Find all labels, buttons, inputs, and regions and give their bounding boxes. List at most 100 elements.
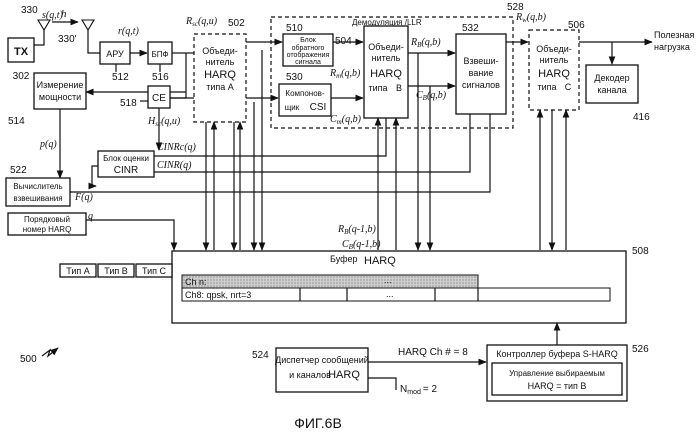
weighting-label-1: Взвеши- [463, 56, 498, 66]
seq-to-buffer [86, 220, 174, 250]
type-c-label: Тип C [142, 266, 167, 276]
ref-330p: 330' [58, 34, 77, 45]
csi-label-1: Компонов- [285, 89, 325, 98]
rb-label: RB(q,b) [410, 37, 441, 49]
harq-c-label-1: Объеди- [536, 44, 572, 54]
rx-antenna [82, 20, 94, 30]
cinr-to-wcalc [92, 166, 98, 186]
sharq-mgmt-label-2: HARQ = тип B [528, 381, 587, 391]
harq-b-label-2: нитель [372, 53, 401, 63]
sharq-ctrl-label: Контроллер буфера S-HARQ [496, 349, 617, 359]
power-label-2: мощности [39, 92, 81, 102]
wcalc-label-2: взвешивания [13, 194, 62, 203]
harq-c-label-3: HARQ [538, 68, 570, 80]
decoder-label-2: канала [597, 85, 626, 95]
figure-caption: ФИГ.6В [294, 415, 342, 431]
ref-518: 518 [120, 98, 137, 109]
nmod-label: Nmod= 2 [400, 384, 437, 396]
power-label-1: Измерение [37, 80, 84, 90]
harq-a-label-4: типа А [206, 82, 234, 92]
tx-antenna [38, 20, 50, 30]
cinr-label-2: CINR [114, 165, 138, 176]
fft-label: БПФ [151, 50, 168, 59]
nmod-line [368, 378, 396, 390]
ref-508: 508 [632, 246, 649, 257]
dispatcher-label-1: Диспетчер сообщений [275, 355, 369, 365]
cb-label: CB(q,b) [416, 90, 447, 102]
weighting-label-3: сигналов [462, 80, 500, 90]
pq-label: p(q) [39, 139, 57, 150]
csi-label-2: щик [285, 103, 300, 112]
decoder-block [586, 65, 638, 103]
ref-510: 510 [286, 23, 303, 34]
demapper-label-4: сигнала [295, 59, 321, 66]
cinr-label-1: Блок оценки [103, 154, 149, 163]
rb-prev-label: RB(q-1,b) [337, 224, 377, 236]
ref-514: 514 [8, 116, 25, 127]
seq-label-1: Порядковый [24, 215, 70, 224]
harq-a-label-3: HARQ [204, 69, 236, 81]
ref-330: 330 [21, 5, 38, 16]
rsc-label: Rsc(q,u) [185, 16, 218, 28]
ref-506: 506 [568, 20, 585, 31]
ref-532: 532 [462, 23, 479, 34]
ref-526: 526 [632, 344, 649, 355]
decoder-label-1: Декодер [594, 73, 629, 83]
wcalc-label-1: Вычислитель [13, 182, 62, 191]
demapper-label-2: обратного [292, 44, 325, 52]
ref-302: 302 [13, 71, 30, 82]
cinr-to-weighting [154, 114, 470, 172]
cm-label: Cm(q,b) [330, 114, 362, 126]
s-qt-label: s(q,t) [42, 10, 64, 21]
r-qt-label: r(q,t) [118, 26, 140, 37]
agc-label: АРУ [106, 49, 124, 59]
ch8-label: Ch8: qpsk, nrt=3 [185, 290, 251, 300]
rm-label: Rm(q,b) [329, 68, 361, 80]
ce-label: CE [152, 93, 166, 104]
harq-b-label-3: HARQ [370, 68, 402, 80]
payload-label-1: Полезная [654, 30, 694, 40]
ref-500: 500 [20, 354, 37, 365]
cb-prev-label: CB(q-1,b) [342, 239, 381, 251]
ch-n-dots: ... [384, 275, 392, 285]
ch-n-label: Ch n: [185, 277, 207, 287]
cinrc-label: CINRc(q) [157, 142, 197, 153]
seq-label-2: номер HARQ [23, 225, 72, 234]
harq-a-label-1: Объеди- [202, 46, 238, 56]
cinr-q-label: CINR(q) [157, 160, 192, 171]
ref-530: 530 [286, 72, 303, 83]
demapper-label-3: отображения [287, 51, 330, 59]
weighting-label-2: вание [469, 68, 494, 78]
harq-b-label-1: Объеди- [368, 42, 404, 52]
rw-label: Rw(q,b) [515, 12, 547, 24]
ref-516: 516 [152, 72, 169, 83]
ref-524: 524 [252, 350, 269, 361]
harq-c-label-4: типа [537, 82, 556, 92]
fq-label: F(q) [74, 192, 93, 203]
payload-label-2: нагрузка [654, 42, 690, 52]
harq-ch-label: HARQ Ch # = 8 [398, 347, 468, 358]
type-a-label: Тип A [66, 266, 90, 276]
buffer-label-1: Буфер [330, 254, 358, 264]
ref-502: 502 [228, 18, 245, 29]
ref-522: 522 [10, 165, 27, 176]
ref-512: 512 [112, 72, 129, 83]
buffer-label-2: HARQ [364, 255, 396, 267]
ch8-dots: ... [386, 289, 394, 299]
dispatcher-label-2: и каналов [289, 370, 331, 380]
ch-n-row [182, 275, 478, 288]
hsc-label: Hsc(q,u) [147, 116, 181, 128]
dispatcher-label-3: HARQ [328, 369, 360, 381]
demapper-label-1: Блок [300, 37, 317, 44]
power-block [34, 73, 86, 109]
ant-to-agc [88, 40, 100, 53]
harq-a-label-2: нитель [206, 57, 235, 67]
ref-416: 416 [633, 112, 650, 123]
ref-500-arrow [42, 348, 58, 356]
type-b-label: Тип B [104, 266, 128, 276]
harq-c-label-2: нитель [540, 55, 569, 65]
harq-c-label-5: С [565, 82, 572, 92]
tx-label: TX [14, 46, 29, 58]
ref-504: 504 [335, 36, 352, 47]
